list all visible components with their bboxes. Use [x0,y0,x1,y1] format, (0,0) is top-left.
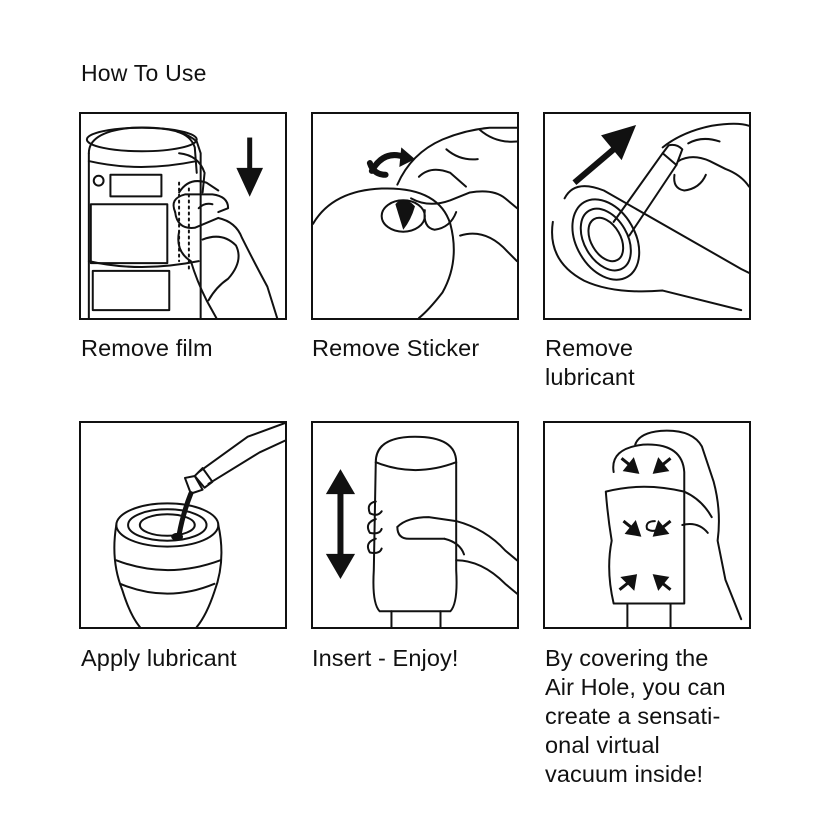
step-3-caption: Remove lubricant [545,335,635,390]
step-2-caption: Remove Sticker [312,335,480,361]
step-4-caption: Apply lubricant [81,645,237,671]
step-1-panel [79,112,287,320]
remove-sticker-illustration [313,114,517,318]
step-5-panel [311,421,519,629]
remove-lubricant-illustration [545,114,749,318]
insert-illustration [313,423,517,627]
step-1-caption: Remove film [81,335,213,361]
page-title: How To Use [81,60,207,86]
step-6-panel [543,421,751,629]
step-2-panel [311,112,519,320]
step-4-panel [79,421,287,629]
apply-lubricant-illustration [81,423,285,627]
remove-film-illustration [81,114,285,318]
step-3-panel [543,112,751,320]
step-5-caption: Insert - Enjoy! [312,645,459,671]
step-6-caption: By covering the Air Hole, you can create… [545,645,726,787]
air-hole-illustration [545,423,749,627]
